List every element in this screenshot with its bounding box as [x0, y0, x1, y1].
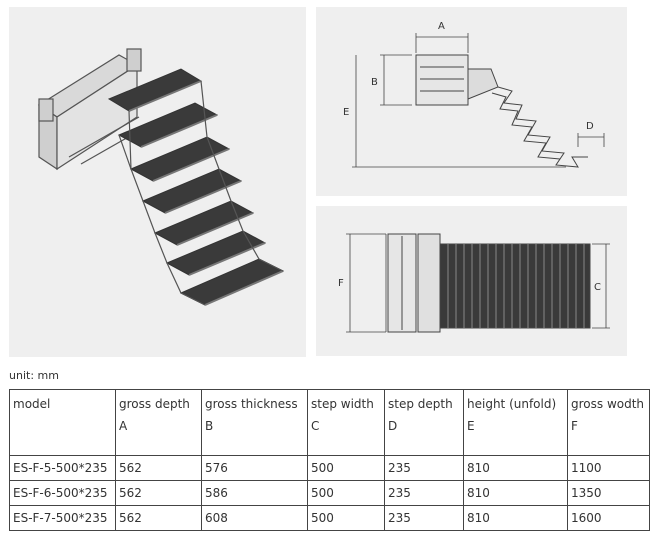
dim-label-b: B: [371, 77, 378, 88]
table-row: ES-F-6-500*235 562 586 500 235 810 1350: [9, 480, 650, 506]
header-model: model: [9, 389, 116, 456]
header-symbol: C: [311, 419, 320, 433]
header-symbol: A: [119, 419, 128, 433]
cell-gross-depth: 562: [115, 480, 202, 506]
cell-gross-thickness: 608: [201, 505, 308, 531]
cell-height-unfold: 810: [463, 480, 568, 506]
header-height-unfold: height (unfold) E: [463, 389, 568, 456]
header-text: step width: [311, 397, 374, 411]
cell-gross-depth: 562: [115, 455, 202, 481]
header-symbol: E: [467, 419, 475, 433]
dim-label-c: C: [594, 282, 601, 293]
cell-model: ES-F-5-500*235: [9, 455, 116, 481]
header-text: model: [13, 397, 51, 411]
cell-gross-depth: 562: [115, 505, 202, 531]
header-text: gross wodth: [571, 397, 645, 411]
cell-gross-width: 1350: [567, 480, 650, 506]
dim-label-a: A: [438, 21, 445, 32]
cell-step-depth: 235: [384, 455, 464, 481]
cell-gross-width: 1600: [567, 505, 650, 531]
dim-label-e: E: [343, 107, 349, 118]
cell-gross-thickness: 576: [201, 455, 308, 481]
cell-model: ES-F-7-500*235: [9, 505, 116, 531]
table-row: ES-F-7-500*235 562 608 500 235 810 1600: [9, 505, 650, 531]
table-row: ES-F-5-500*235 562 576 500 235 810 1100: [9, 455, 650, 481]
top-view-drawing: F C: [338, 233, 610, 333]
cell-step-width: 500: [307, 455, 385, 481]
cell-height-unfold: 810: [463, 455, 568, 481]
top-view-diagram: F C: [316, 206, 627, 356]
dim-label-f: F: [338, 278, 344, 289]
header-text: height (unfold): [467, 397, 557, 411]
cell-model: ES-F-6-500*235: [9, 480, 116, 506]
header-symbol: D: [388, 419, 398, 433]
cell-step-depth: 235: [384, 505, 464, 531]
isometric-step-drawing: [37, 48, 285, 306]
header-symbol: F: [571, 419, 578, 433]
dim-label-d: D: [586, 121, 594, 132]
cell-step-depth: 235: [384, 480, 464, 506]
cell-step-width: 500: [307, 480, 385, 506]
cell-gross-width: 1100: [567, 455, 650, 481]
header-text: gross depth: [119, 397, 190, 411]
isometric-step-illustration: [9, 7, 306, 357]
cell-step-width: 500: [307, 505, 385, 531]
side-elevation-drawing: A B E D: [343, 21, 605, 168]
header-symbol: B: [205, 419, 214, 433]
side-elevation-diagram: A B E D: [316, 7, 627, 196]
header-text: step depth: [388, 397, 453, 411]
unit-label: unit: mm: [9, 369, 59, 382]
cell-gross-thickness: 586: [201, 480, 308, 506]
cell-height-unfold: 810: [463, 505, 568, 531]
header-text: gross thickness: [205, 397, 298, 411]
